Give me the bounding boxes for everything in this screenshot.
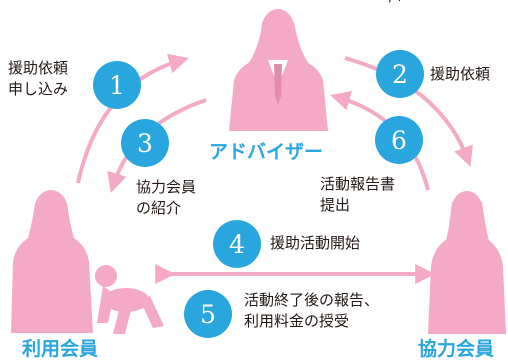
step-number-6: 6	[391, 126, 407, 155]
advisor-person-icon	[229, 9, 328, 131]
step-badge-1: 1	[93, 61, 141, 109]
step-badge-2: 2	[376, 50, 424, 98]
role-cooperator-label: 協力会員	[418, 338, 495, 360]
step-number-1: 1	[109, 71, 125, 100]
step-number-3: 3	[137, 129, 153, 158]
step-number-2: 2	[392, 60, 408, 89]
step-5-line-2: 利用料金の授受	[244, 312, 350, 330]
arrow-advisor-to-cooperator	[344, 56, 473, 167]
step-4-line-1: 援助活動開始	[270, 234, 361, 252]
step-2-line-1: 援助依頼	[430, 65, 491, 83]
step-3-line-1: 協力会員	[136, 178, 197, 196]
user-person-icon	[11, 190, 93, 333]
step-3-line-2: の紹介	[136, 199, 182, 217]
baby-icon	[95, 265, 164, 334]
role-user-label: 利用会員	[22, 338, 99, 360]
step-3-label: 協力会員 の紹介	[136, 177, 196, 219]
step-1-line-1: 援助依頼	[8, 59, 69, 77]
step-5-line-1: 活動終了後の報告、	[244, 291, 380, 309]
step-badge-6: 6	[375, 116, 423, 164]
step-6-label: 活動報告書 提出	[320, 174, 395, 216]
step-4-label: 援助活動開始	[270, 233, 360, 254]
step-1-line-2: 申し込み	[8, 80, 69, 98]
step-6-line-2: 提出	[320, 196, 351, 214]
step-badge-3: 3	[121, 119, 169, 167]
step-badge-4: 4	[213, 220, 261, 268]
clipped-top-fragment: '-/+=	[380, 0, 417, 8]
step-5-label: 活動終了後の報告、 利用料金の授受	[244, 290, 379, 332]
cooperator-person-icon	[428, 191, 506, 334]
step-number-5: 5	[200, 300, 216, 329]
step-number-4: 4	[229, 230, 245, 259]
step-6-line-1: 活動報告書	[320, 175, 396, 193]
step-badge-5: 5	[184, 290, 232, 338]
step-2-label: 援助依頼	[430, 64, 490, 85]
step-1-label: 援助依頼 申し込み	[8, 58, 68, 100]
role-advisor-label: アドバイザー	[209, 141, 324, 163]
